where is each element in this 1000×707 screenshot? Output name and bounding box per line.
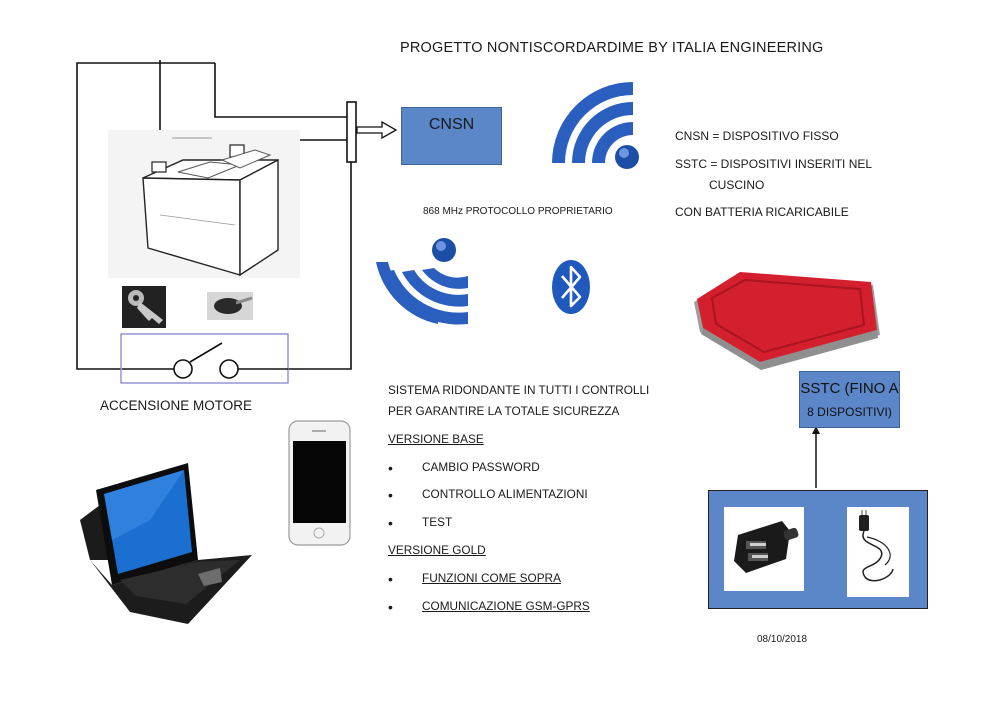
smartphone-icon xyxy=(288,420,351,546)
cnsn-box: CNSN xyxy=(401,107,502,165)
version-base-item: CAMBIO PASSWORD xyxy=(422,460,540,474)
bullet-dot: • xyxy=(388,599,393,615)
chargers-box xyxy=(708,490,928,609)
frequency-note: 868 MHz PROTOCOLLO PROPRIETARIO xyxy=(423,206,613,217)
sstc-line-1: SSTC (FINO A xyxy=(800,380,899,397)
car-battery-icon xyxy=(108,130,300,278)
cnsn-label: CNSN xyxy=(428,116,475,133)
document-date: 08/10/2018 xyxy=(757,634,808,645)
bullet-dot: • xyxy=(388,571,393,587)
version-gold-item: FUNZIONI COME SOPRA xyxy=(422,571,561,585)
diagram-title: PROGETTO NONTISCORDARDIME BY ITALIA ENGI… xyxy=(400,40,824,56)
bullet-dot: • xyxy=(388,460,393,476)
laptop-icon xyxy=(80,463,252,624)
legend-line-1: CNSN = DISPOSITIVO FISSO xyxy=(675,129,839,143)
version-gold-item: COMUNICAZIONE GSM-GPRS xyxy=(422,599,590,613)
car-key-icon xyxy=(122,286,166,328)
cushion-icon xyxy=(694,272,880,370)
engine-start-label: ACCENSIONE MOTORE xyxy=(100,398,253,413)
terminal-block xyxy=(346,101,357,163)
legend-line-2: SSTC = DISPOSITIVI INSERITI NEL xyxy=(675,157,873,171)
wall-charger-icon xyxy=(847,507,909,597)
version-base-item: TEST xyxy=(422,515,453,529)
bullet-dot: • xyxy=(388,515,393,531)
arrow-to-cnsn xyxy=(356,120,398,140)
sstc-box: SSTC (FINO A 8 DISPOSITIVI) xyxy=(799,371,900,428)
version-base-heading: VERSIONE BASE xyxy=(388,432,484,446)
legend-line-3: CUSCINO xyxy=(709,178,765,192)
wifi-icon-small xyxy=(376,238,468,325)
ignition-switch-icon xyxy=(120,333,289,384)
wifi-icon xyxy=(552,82,639,169)
wire-right xyxy=(288,102,352,370)
wire-top xyxy=(214,63,351,118)
usb-car-charger-icon xyxy=(724,507,804,591)
version-base-item: CONTROLLO ALIMENTAZIONI xyxy=(422,487,588,501)
remote-key-icon xyxy=(207,292,253,320)
wire-loop xyxy=(76,62,215,370)
legend-line-4: CON BATTERIA RICARICABILE xyxy=(675,205,849,219)
bluetooth-icon xyxy=(552,260,590,314)
bullet-dot: • xyxy=(388,487,393,503)
redundancy-line-1: SISTEMA RIDONDANTE IN TUTTI I CONTROLLI xyxy=(388,383,650,397)
sstc-line-2: 8 DISPOSITIVI) xyxy=(807,405,892,419)
version-gold-heading: VERSIONE GOLD xyxy=(388,543,486,557)
redundancy-line-2: PER GARANTIRE LA TOTALE SICUREZZA xyxy=(388,404,620,418)
